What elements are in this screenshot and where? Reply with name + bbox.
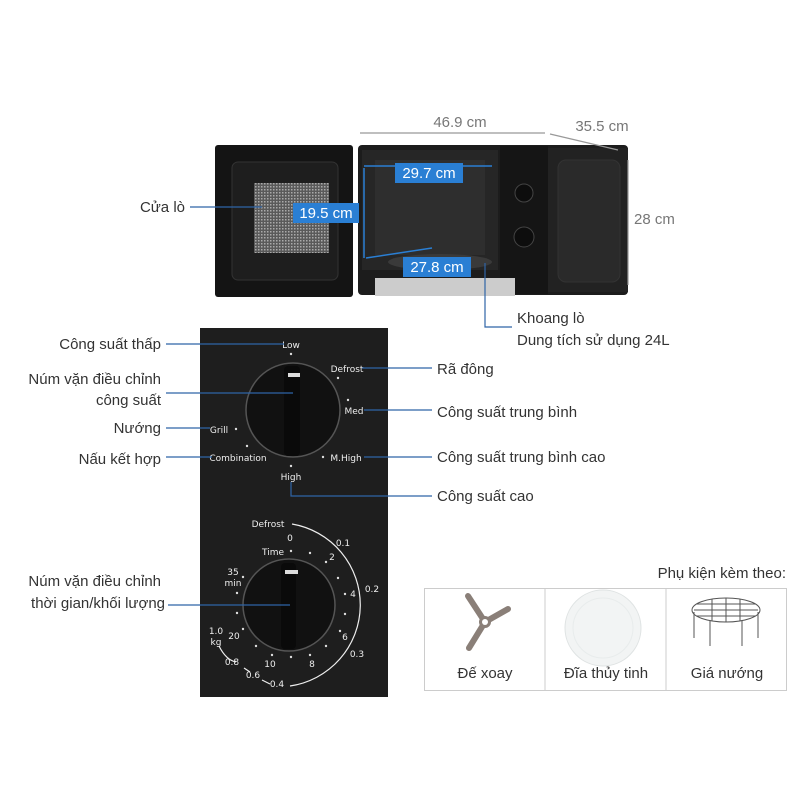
height-label: 28 cm (634, 211, 675, 228)
label-combination: Nấu kết hợp (79, 451, 161, 468)
label-power-knob-2: công suất (96, 392, 162, 409)
label-high: Công suất cao (437, 488, 534, 505)
dial-w-kg: kg (211, 638, 222, 648)
cavity-width-label: 29.7 cm (402, 165, 455, 182)
dial-t-0: 0 (287, 534, 293, 544)
weight-scale-arc (289, 523, 361, 687)
dial-w-10: 1.0 (209, 627, 224, 637)
dial-grill: Grill (210, 426, 228, 436)
dial-t-35: 35 (227, 568, 238, 578)
dial-t-20: 20 (228, 632, 240, 642)
dial-combination: Combination (209, 454, 266, 464)
turntable-support-icon (465, 593, 511, 651)
dial-defrost: Defrost (331, 365, 364, 375)
cavity-depth-label: 27.8 cm (410, 259, 463, 276)
width-label: 46.9 cm (433, 114, 486, 131)
depth-dimension-line (549, 133, 619, 151)
cavity-height-label: 19.5 cm (299, 205, 352, 222)
dial-w-06: 0.6 (246, 671, 261, 681)
label-mhigh: Công suất trung bình cao (437, 449, 605, 466)
dial-t-10: 10 (264, 660, 276, 670)
label-timer-knob-2: thời gian/khối lượng (31, 595, 165, 612)
label-defrost: Rã đông (437, 361, 494, 378)
label-power-knob-1: Núm vặn điều chỉnh (28, 371, 161, 388)
dial-high: High (281, 473, 302, 483)
dial-low: Low (282, 341, 300, 351)
dial-t-defrost: Defrost (252, 520, 285, 530)
dial-t-4: 4 (350, 590, 356, 600)
accessory-label: Đế xoay (457, 665, 513, 682)
label-grill: Nướng (114, 420, 161, 437)
label-timer-knob-1: Núm vặn điều chỉnh (28, 573, 161, 590)
dial-w-01: 0.1 (336, 539, 350, 549)
dial-t-6: 6 (342, 633, 348, 643)
dial-t-time: Time (261, 548, 284, 558)
glass-plate-icon (564, 589, 642, 667)
door-label: Cửa lò (140, 199, 185, 216)
label-med: Công suất trung bình (437, 404, 577, 421)
dial-w-02: 0.2 (365, 585, 379, 595)
dial-t-2: 2 (329, 553, 335, 563)
dial-t-8: 8 (309, 660, 315, 670)
label-low-power: Công suất thấp (59, 336, 161, 353)
power-knob[interactable] (245, 362, 341, 458)
cavity-title: Khoang lò (517, 310, 585, 327)
dial-t-min: min (225, 579, 242, 589)
dial-w-04: 0.4 (270, 680, 285, 690)
accessory-label: Đĩa thủy tinh (564, 665, 648, 682)
cavity-capacity: Dung tích sử dụng 24L (517, 332, 670, 349)
accessory-label: Giá nướng (691, 665, 763, 682)
accessories-title: Phụ kiện kèm theo: (658, 565, 786, 582)
dial-med: Med (344, 407, 363, 417)
dial-w-03: 0.3 (350, 650, 364, 660)
dial-mhigh: M.High (330, 454, 361, 464)
grill-rack-icon (691, 597, 761, 646)
dial-w-08: 0.8 (225, 658, 240, 668)
depth-label: 35.5 cm (575, 118, 628, 135)
